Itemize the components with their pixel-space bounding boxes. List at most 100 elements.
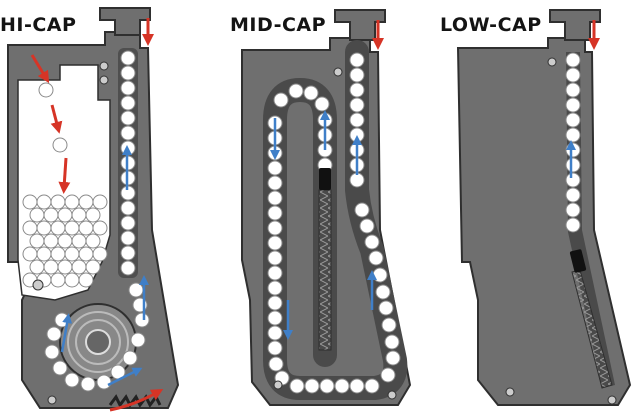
bb	[565, 142, 581, 158]
bb	[22, 246, 38, 262]
bb	[273, 92, 289, 108]
bb	[120, 80, 136, 96]
bb	[267, 325, 283, 341]
bb	[46, 326, 62, 342]
bb	[134, 312, 150, 328]
hi-cap-red-arrow	[30, 54, 50, 84]
bb	[120, 245, 136, 261]
bb	[380, 367, 396, 383]
bb	[565, 52, 581, 68]
bb	[314, 96, 330, 112]
bb	[71, 207, 87, 223]
hi-cap-magazine	[7, 7, 180, 412]
bb	[96, 374, 112, 390]
bb	[565, 82, 581, 98]
bb	[122, 350, 138, 366]
bb	[267, 160, 283, 176]
bb	[120, 125, 136, 141]
hi-cap-gear	[108, 394, 162, 408]
bb	[267, 265, 283, 281]
bb	[29, 259, 45, 275]
bb	[78, 220, 94, 236]
bb	[36, 246, 52, 262]
bb	[50, 194, 66, 210]
hi-cap-red-arrow	[109, 389, 164, 412]
bb	[57, 207, 73, 223]
bb	[57, 233, 73, 249]
bb	[565, 67, 581, 83]
hi-cap-channel-bbs	[120, 50, 136, 276]
bb	[375, 284, 391, 300]
bb	[92, 194, 108, 210]
bb	[349, 127, 365, 143]
bb	[120, 260, 136, 276]
bb	[349, 378, 365, 394]
bb	[92, 246, 108, 262]
bb	[288, 83, 304, 99]
bb	[50, 272, 66, 288]
bb	[64, 220, 80, 236]
bb	[368, 250, 384, 266]
bb	[43, 207, 59, 223]
bb	[565, 97, 581, 113]
bb	[267, 190, 283, 206]
bb	[120, 215, 136, 231]
bb	[268, 356, 284, 372]
bb	[267, 220, 283, 236]
mid-cap-title: MID-CAP	[230, 14, 327, 36]
bb	[565, 157, 581, 173]
bb	[372, 267, 388, 283]
bb	[57, 259, 73, 275]
bb	[85, 259, 101, 275]
hi-cap-feed-tab	[99, 7, 151, 36]
bb	[267, 340, 283, 356]
bb	[349, 82, 365, 98]
mid-cap-spring	[318, 189, 332, 351]
bb	[71, 233, 87, 249]
hi-cap-blue-arrow	[60, 313, 73, 353]
bb	[128, 282, 144, 298]
bb	[349, 112, 365, 128]
bb	[565, 187, 581, 203]
hi-cap-blue-arrow	[107, 367, 143, 387]
bb	[378, 300, 394, 316]
bb	[120, 95, 136, 111]
hi-cap-loose-bbs	[22, 82, 108, 288]
bb	[78, 194, 94, 210]
bb	[64, 372, 80, 388]
bb	[36, 194, 52, 210]
mid-cap-magazine	[241, 9, 412, 406]
bb	[267, 235, 283, 251]
bb	[85, 233, 101, 249]
bb	[85, 207, 101, 223]
bb	[349, 67, 365, 83]
bb	[22, 194, 38, 210]
bb	[130, 332, 146, 348]
bb	[80, 376, 96, 392]
bb	[565, 127, 581, 143]
bb	[349, 97, 365, 113]
bb	[120, 50, 136, 66]
bb	[29, 207, 45, 223]
bb	[120, 230, 136, 246]
bb	[303, 85, 319, 101]
bb	[319, 378, 335, 394]
bb	[29, 233, 45, 249]
bb	[120, 65, 136, 81]
bb	[364, 378, 380, 394]
bb	[304, 378, 320, 394]
bb	[267, 175, 283, 191]
bb	[71, 259, 87, 275]
bb	[38, 82, 54, 98]
bb	[334, 378, 350, 394]
bb	[52, 360, 68, 376]
bb	[381, 317, 397, 333]
hi-cap-red-arrow	[58, 157, 71, 194]
bb	[349, 172, 365, 188]
bb	[43, 259, 59, 275]
bb	[92, 220, 108, 236]
bb	[354, 202, 370, 218]
bb	[384, 334, 400, 350]
bb	[64, 246, 80, 262]
hi-cap-title: HI-CAP	[0, 14, 77, 36]
